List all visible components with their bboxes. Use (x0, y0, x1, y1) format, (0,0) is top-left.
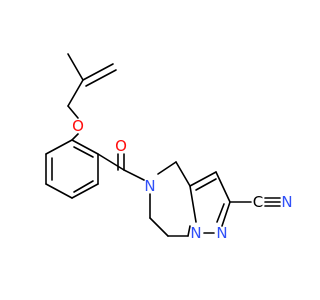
bond-benzene-inner-a (73, 146, 94, 158)
bond-n-ch2-top (157, 161, 177, 175)
carbonyl-oxygen-label: O (115, 137, 127, 155)
nitrile-carbon-label: C (253, 193, 263, 211)
bond-c3a-n1 (189, 185, 197, 223)
bond-c3a-c3 (189, 171, 217, 187)
molecule-structure: O O N N N C N (45, 53, 293, 242)
bond-ch2-pyrazole-n (187, 225, 191, 237)
bond-ch2-oxygen (67, 105, 79, 119)
bond-benzene-inner-b (73, 180, 94, 193)
bond-benzene-3 (71, 183, 99, 199)
bond-benzene-1 (71, 139, 99, 155)
bond-ring-ch2-1 (149, 217, 169, 237)
amide-nitrogen-label: N (144, 177, 155, 195)
bond-carbonyl-nitrogen (123, 169, 145, 181)
bond-methyl (67, 53, 84, 81)
bond-c2-n2-inner (216, 203, 225, 223)
bond-c2-n2 (221, 201, 231, 227)
bond-vinyl-double-b (85, 69, 117, 87)
bond-allyl-ch2 (67, 79, 84, 107)
nitrile-nitrogen-label: N (281, 193, 292, 211)
pyrazole-nitrogen-2-label: N (216, 224, 227, 242)
structure-canvas: O O N N N C N (45, 53, 293, 242)
bond-benzene-4 (45, 183, 73, 199)
pyrazole-nitrogen-1-label: N (190, 224, 201, 242)
ether-oxygen-label: O (72, 117, 84, 135)
bond-c3a-c3-inner (195, 178, 217, 191)
bond-benzene-6 (45, 139, 73, 155)
bond-vinyl-double-a (82, 63, 114, 81)
bond-ch2-c3a (175, 161, 191, 187)
bond-aryl-carbonyl (97, 153, 125, 171)
bond-c3-c2 (215, 171, 231, 203)
bond-oxygen-aryl (71, 133, 79, 141)
